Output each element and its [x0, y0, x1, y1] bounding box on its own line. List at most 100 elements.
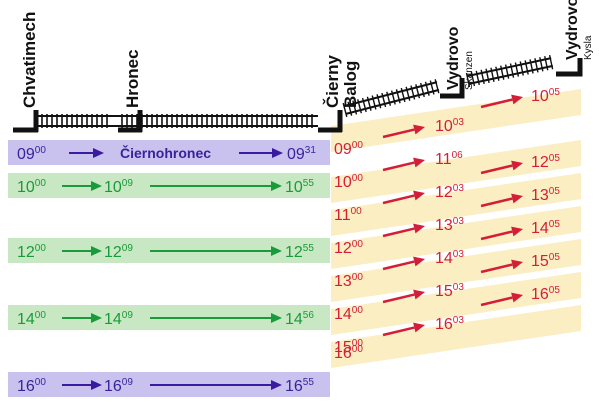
departure-time: 0900 [17, 145, 46, 163]
sleeper [514, 62, 520, 77]
forest-arrow [480, 292, 523, 307]
forest-arrow [382, 289, 425, 304]
forest-arrow [382, 256, 425, 271]
sleeper [480, 69, 485, 85]
arrival-time: 0931 [287, 145, 316, 163]
sleeper [434, 79, 440, 94]
forest-band [331, 305, 581, 368]
sleeper [524, 60, 529, 75]
forest-arrival-time: 1505 [531, 252, 560, 270]
sleeper [371, 95, 377, 110]
arrow-head [413, 157, 425, 168]
arrow-head [91, 313, 102, 323]
arrow-head [511, 226, 523, 237]
forest-arrow [480, 193, 523, 208]
arrow-shaft [382, 161, 415, 172]
arrow-head [511, 94, 523, 105]
forest-arrival-time: 1405 [531, 219, 560, 237]
sleeper [544, 56, 549, 71]
forest-row: 1500 1603 1605 [334, 285, 560, 356]
forest-departure-time: 1600 [334, 344, 363, 362]
arrival-time: 1456 [285, 310, 314, 328]
arrow-head [271, 313, 282, 323]
sleeper [509, 63, 515, 78]
train-arrow [62, 380, 102, 390]
forest-mid-time: 1106 [435, 150, 463, 168]
station-name-line2: Balog [341, 61, 360, 108]
sleeper [342, 102, 348, 118]
sleeper [376, 94, 382, 109]
arrow-head [413, 124, 425, 135]
train-arrow [62, 246, 102, 256]
sleeper [485, 68, 490, 83]
forest-departure-time: 0900 [334, 140, 363, 158]
forest-mid-time: 1603 [435, 315, 464, 333]
train-name: Čiernohronec [120, 144, 211, 161]
train-arrow [150, 313, 282, 323]
sleeper [400, 87, 406, 103]
arrow-head [413, 289, 425, 300]
arrow-head [272, 148, 283, 158]
arrow-shaft [480, 263, 513, 274]
intermediate-time: 1609 [104, 377, 133, 395]
forest-arrow [382, 223, 425, 238]
railway-track [13, 55, 583, 133]
sleeper [361, 97, 367, 113]
arrow-head [271, 246, 282, 256]
sleeper [529, 59, 534, 74]
train-arrow [150, 246, 282, 256]
forest-band [331, 140, 581, 203]
station-name: Vydrovo [445, 26, 462, 90]
forest-arrow [382, 124, 425, 139]
rail [468, 64, 554, 85]
sleeper [357, 99, 363, 114]
rail [466, 57, 552, 78]
forest-railway-rows: 0900100310051000110611001203120512001303… [334, 87, 560, 362]
forest-departure-time: 1000 [334, 173, 363, 191]
sleeper [395, 89, 401, 104]
forest-arrow [382, 157, 425, 172]
station-label: Hronec [123, 49, 142, 108]
station-subname: Kysla [583, 35, 594, 60]
forest-arrow [382, 322, 425, 337]
forest-arrival-time: 1605 [531, 285, 560, 303]
station-subname: Skanzen [464, 51, 475, 90]
sleeper [519, 61, 524, 76]
arrow-shaft [480, 164, 513, 175]
forest-departure-time: 1200 [334, 239, 363, 257]
departure-time: 1200 [17, 243, 46, 261]
arrow-head [413, 223, 425, 234]
sleeper [465, 72, 471, 88]
station-name: Vydrovo [564, 0, 581, 60]
arrow-shaft [382, 260, 415, 271]
arrow-head [511, 259, 523, 270]
station-name: Čierny [323, 55, 342, 108]
sleeper [419, 82, 425, 98]
arrow-head [271, 380, 282, 390]
arrow-shaft [480, 230, 513, 241]
forest-arrival-time: 1205 [531, 153, 560, 171]
sleeper [429, 80, 435, 95]
arrow-shaft [480, 296, 513, 307]
arrow-head [93, 148, 104, 158]
sleeper [470, 71, 476, 87]
sleeper [347, 101, 353, 116]
forest-arrow [382, 190, 425, 205]
sleeper [534, 58, 539, 73]
forest-departure-time: 1500 [334, 338, 363, 356]
forest-band [331, 272, 581, 335]
arrow-head [511, 292, 523, 303]
forest-arrow [480, 259, 523, 274]
platform [556, 58, 583, 77]
